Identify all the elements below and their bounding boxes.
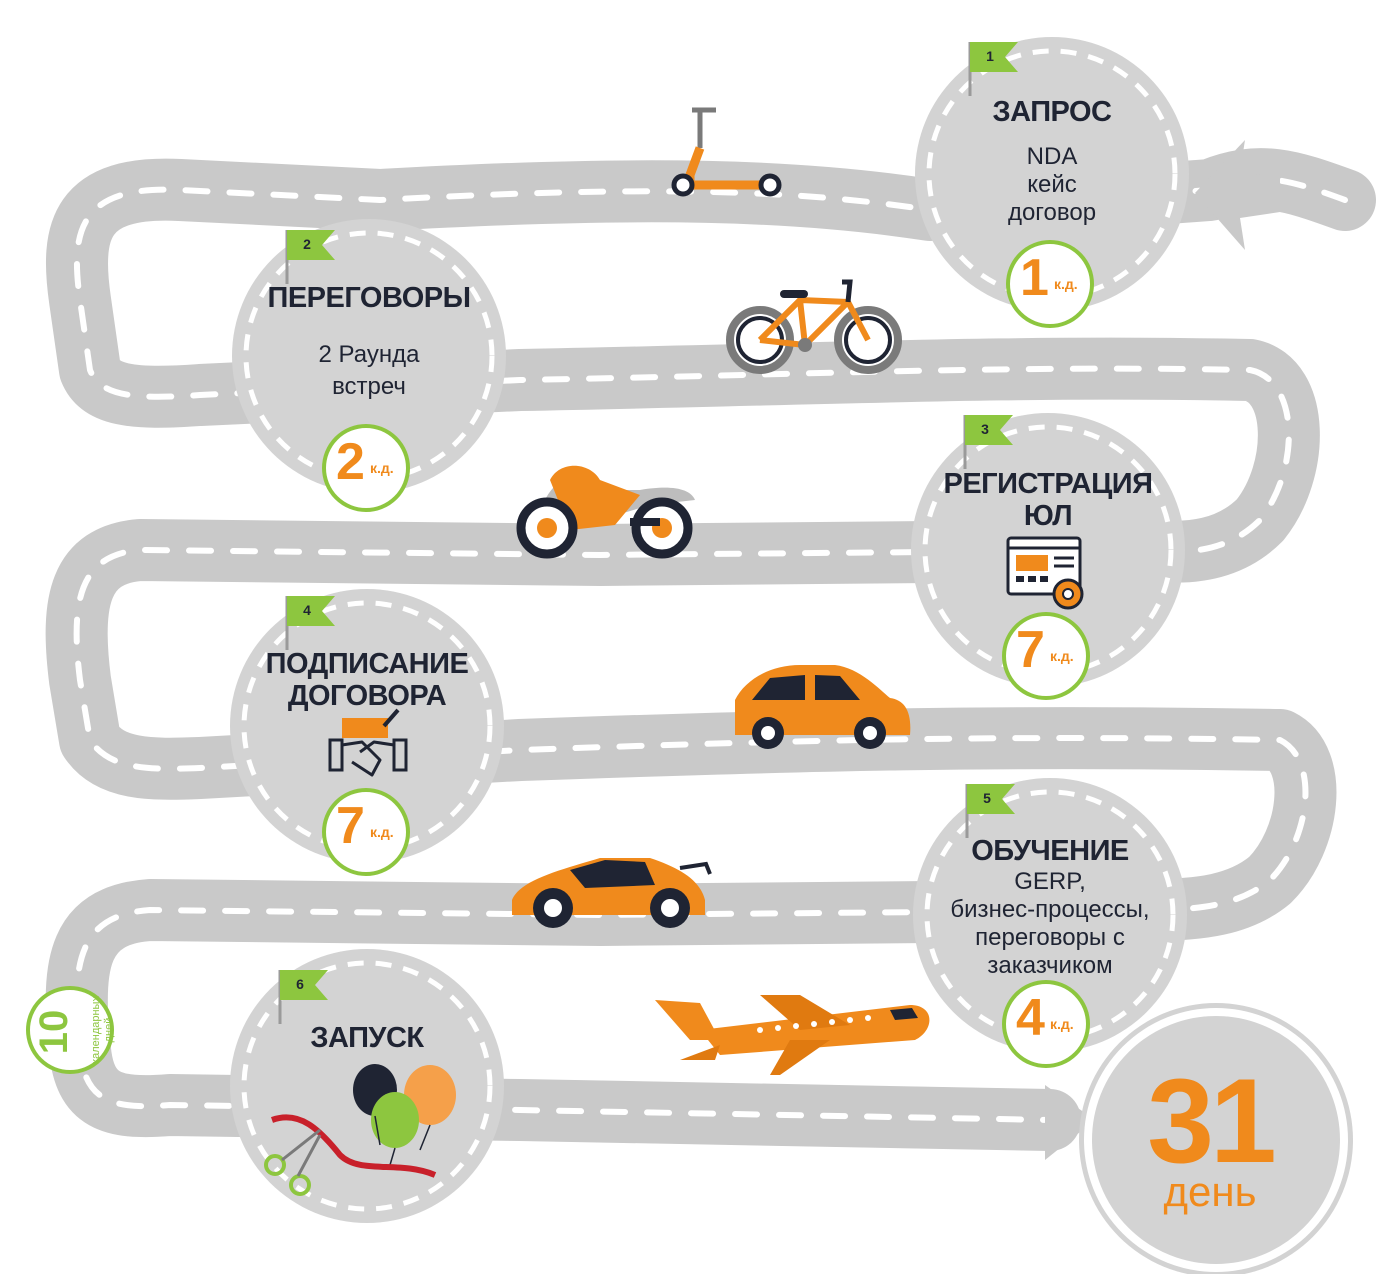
handshake-icon xyxy=(328,708,408,777)
stage-title: РЕГИСТРАЦИЯ xyxy=(943,468,1153,500)
stage-title: ЮЛ xyxy=(1023,500,1073,532)
stage-circle-2 xyxy=(232,219,506,493)
stage-description-line: переговоры с xyxy=(975,924,1125,951)
total-days-label: день xyxy=(1163,1168,1257,1215)
sports-car-icon xyxy=(512,858,712,928)
total-days-number: 31 xyxy=(1147,1054,1276,1188)
stage-description-line: встреч xyxy=(332,373,406,400)
stage-5: ОБУЧЕНИЕ GERP, бизнес-процессы, перегово… xyxy=(910,775,1190,1055)
stage-2: ПЕРЕГОВОРЫ 2 Раунда встреч xyxy=(229,216,509,496)
stage-6: ЗАПУСК xyxy=(227,946,507,1226)
stage-title: ЗАПУСК xyxy=(310,1022,424,1054)
stage-title: ЗАПРОС xyxy=(992,96,1112,128)
stage-circle-5 xyxy=(913,778,1187,1052)
stage-title: ДОГОВОРА xyxy=(287,680,447,712)
stage-description-line: NDA xyxy=(1026,143,1078,170)
stage-description-line: кейс xyxy=(1027,171,1077,198)
stage-3: РЕГИСТРАЦИЯ ЮЛ xyxy=(908,410,1188,690)
stage-title: ПОДПИСАНИЕ xyxy=(265,648,469,680)
days-badge-circle-3 xyxy=(1002,612,1090,700)
stage-circle-1 xyxy=(915,37,1189,311)
motorcycle-icon xyxy=(516,465,695,559)
stage-4: ПОДПИСАНИЕ ДОГОВОРА xyxy=(227,586,507,866)
web-settings-icon xyxy=(1006,536,1084,610)
scooter-icon xyxy=(671,107,782,197)
stage-description-line: заказчиком xyxy=(987,952,1113,979)
buffer-badge-circle xyxy=(26,986,114,1074)
end-arrow-icon xyxy=(1045,1085,1095,1160)
days-badge-circle-2 xyxy=(322,424,410,512)
stage-description-line: договор xyxy=(1007,199,1097,226)
buffer-days-number: 10 xyxy=(32,1009,76,1055)
days-badge-circle-4 xyxy=(322,788,410,876)
stage-description-line: GERP, xyxy=(1014,868,1086,895)
stage-1: ЗАПРОС NDA кейс договор xyxy=(912,34,1192,314)
stage-title: ОБУЧЕНИЕ xyxy=(971,835,1129,867)
airplane-icon xyxy=(655,995,930,1075)
days-badge-circle-5 xyxy=(1002,980,1090,1068)
stage-title: ПЕРЕГОВОРЫ xyxy=(267,282,472,314)
bicycle-icon xyxy=(726,279,902,374)
car-icon xyxy=(735,665,911,749)
days-badge-circle-1 xyxy=(1006,240,1094,328)
start-arrow-icon xyxy=(1195,140,1280,250)
stage-description-line: 2 Раунда xyxy=(318,341,420,368)
stage-description-line: бизнес-процессы, xyxy=(950,896,1150,923)
balloons-ribbon-icon xyxy=(264,1064,456,1196)
flag-icon xyxy=(278,42,1018,1024)
total-circle xyxy=(1079,1003,1353,1274)
